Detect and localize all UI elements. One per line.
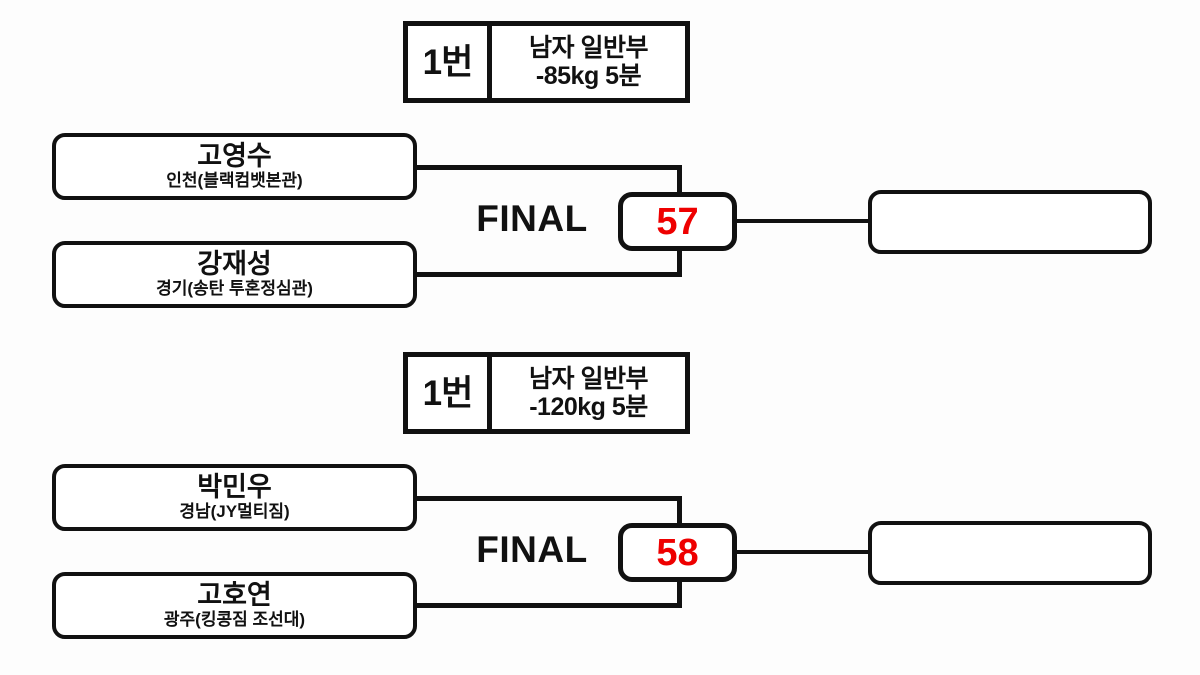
competitor-name: 고영수 xyxy=(197,140,272,171)
round-label-2: FINAL xyxy=(476,529,588,570)
competitor-name: 강재성 xyxy=(197,248,272,279)
competitor-box-bottom-2[interactable]: 고호연 광주(킹콩짐 조선대) xyxy=(52,572,417,639)
bracket-group-1: 1번 남자 일반부 -85kg 5분 고영수 인천(블랙컴뱃본관) 강재성 경기… xyxy=(0,0,1200,331)
division-category-line1-1: 남자 일반부 xyxy=(529,34,648,62)
match-number-box-2[interactable]: 58 xyxy=(618,523,737,582)
connector-line-bottom-2 xyxy=(415,603,682,608)
competitor-box-top-2[interactable]: 박민우 경남(JY멀티짐) xyxy=(52,464,417,531)
division-number-2: 1번 xyxy=(408,357,492,429)
connector-line-bottom-1 xyxy=(415,272,682,277)
competitor-gym: 인천(블랙컴뱃본관) xyxy=(166,171,303,191)
division-header-1: 1번 남자 일반부 -85kg 5분 xyxy=(403,21,690,103)
connector-line-top-1 xyxy=(415,165,682,170)
division-category-line2-1: -85kg 5분 xyxy=(535,62,642,90)
competitor-box-top-1[interactable]: 고영수 인천(블랙컴뱃본관) xyxy=(52,133,417,200)
competitor-name: 고호연 xyxy=(197,579,272,610)
division-category-1: 남자 일반부 -85kg 5분 xyxy=(492,26,685,98)
connector-line-top-2 xyxy=(415,496,682,501)
connector-line-winner-2 xyxy=(735,550,872,554)
division-category-line2-2: -120kg 5분 xyxy=(529,393,648,421)
match-number-1: 57 xyxy=(656,200,699,243)
competitor-gym: 경기(송탄 투혼정심관) xyxy=(156,279,313,299)
division-header-2: 1번 남자 일반부 -120kg 5분 xyxy=(403,352,690,434)
competitor-gym: 광주(킹콩짐 조선대) xyxy=(163,610,306,630)
bracket-group-2: 1번 남자 일반부 -120kg 5분 박민우 경남(JY멀티짐) 고호연 광주… xyxy=(0,331,1200,662)
competitor-name: 박민우 xyxy=(197,471,272,502)
division-category-2: 남자 일반부 -120kg 5분 xyxy=(492,357,685,429)
winner-box-2[interactable] xyxy=(868,521,1152,585)
match-number-2: 58 xyxy=(656,531,699,574)
division-number-1: 1번 xyxy=(408,26,492,98)
division-category-line1-2: 남자 일반부 xyxy=(529,365,648,393)
competitor-gym: 경남(JY멀티짐) xyxy=(179,502,290,522)
round-label-1: FINAL xyxy=(476,198,588,239)
connector-line-winner-1 xyxy=(735,219,872,223)
winner-box-1[interactable] xyxy=(868,190,1152,254)
competitor-box-bottom-1[interactable]: 강재성 경기(송탄 투혼정심관) xyxy=(52,241,417,308)
match-number-box-1[interactable]: 57 xyxy=(618,192,737,251)
